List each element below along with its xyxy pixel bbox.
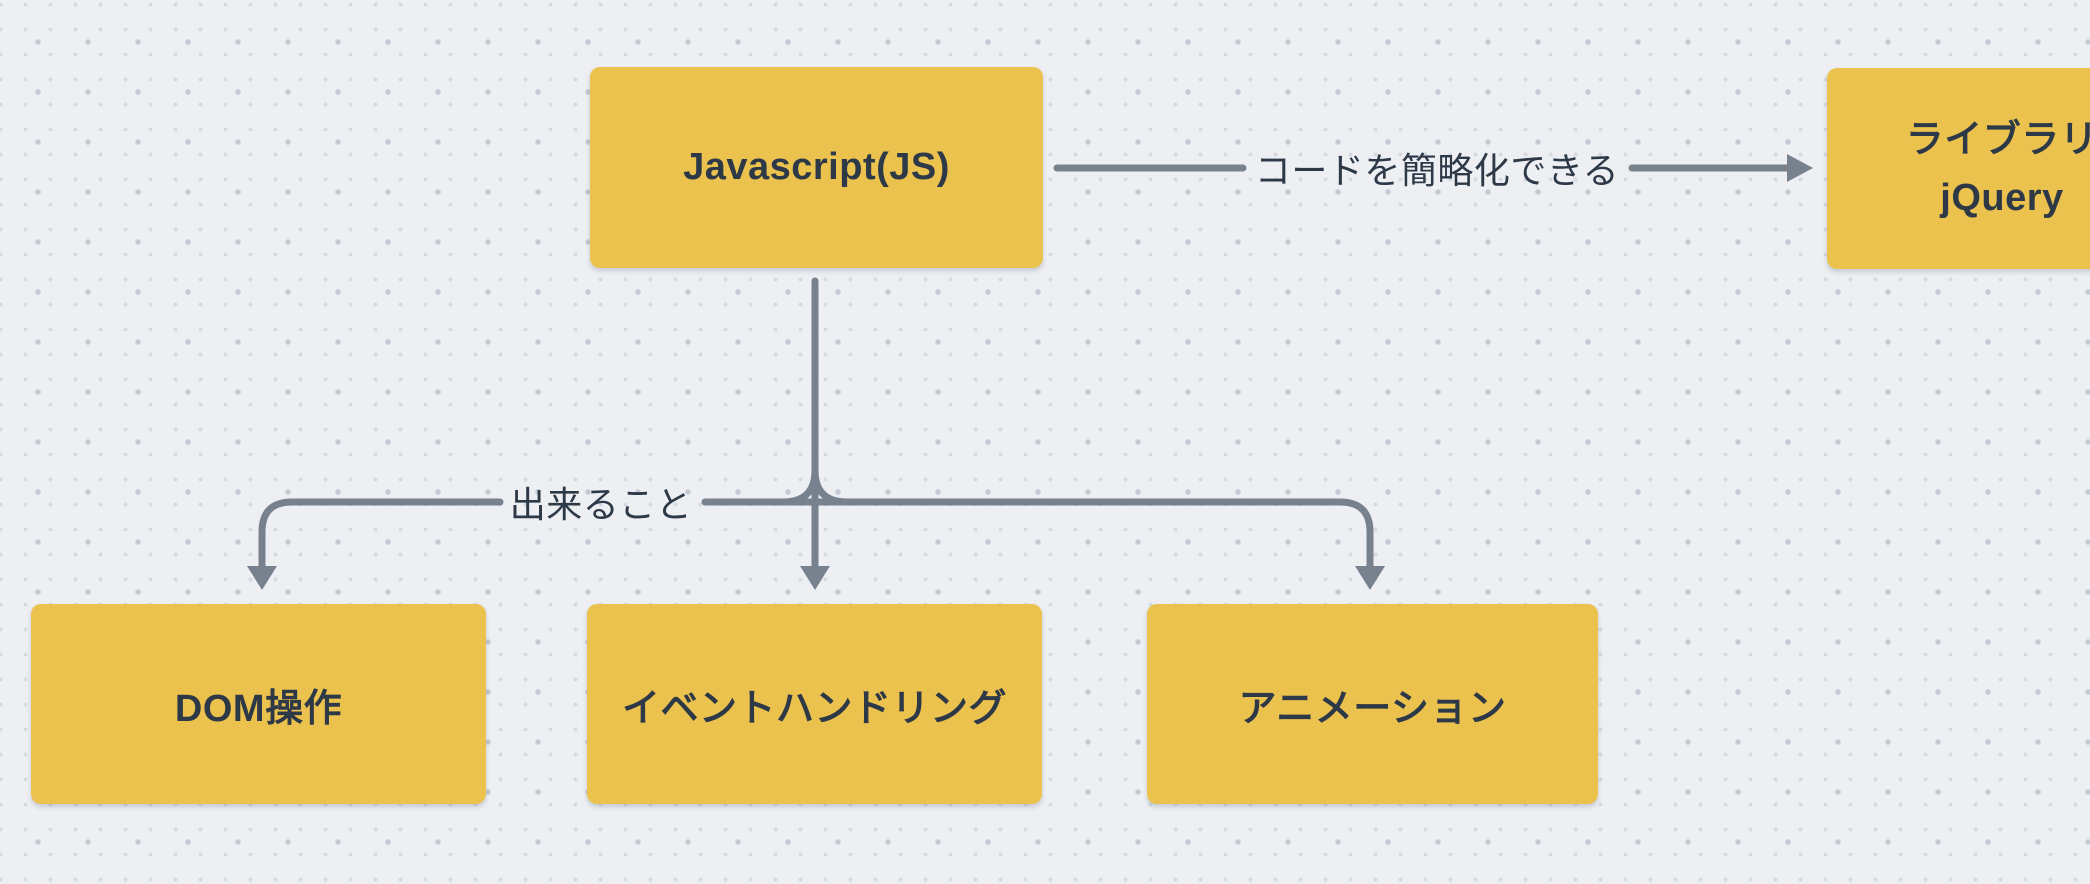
- edge-label-simplify-code[interactable]: コードを簡略化できる: [1254, 150, 1620, 191]
- arrowhead-down-icon: [247, 566, 277, 590]
- node-label: アニメーション: [1238, 687, 1507, 730]
- node-label-line2: jQuery: [1940, 176, 2064, 219]
- arrowhead-right-icon: [1787, 154, 1813, 182]
- node-jquery-library[interactable]: ライブラリ jQuery: [1827, 68, 2090, 269]
- edge-line-left-branch: [258, 498, 504, 570]
- node-javascript[interactable]: Javascript(JS): [590, 67, 1043, 268]
- edge-fillet-left: [779, 466, 819, 506]
- node-label: Javascript(JS): [683, 146, 950, 188]
- edge-fillet-right: [811, 466, 851, 506]
- node-label-line1: ライブラリ: [1905, 118, 2090, 161]
- node-label: DOM操作: [174, 687, 343, 730]
- edge-js-to-capabilities: [247, 277, 1385, 590]
- arrowhead-down-icon: [800, 566, 830, 590]
- node-dom-manipulation[interactable]: DOM操作: [31, 604, 486, 804]
- edge-line-right-branch: [701, 498, 1374, 570]
- node-animation[interactable]: アニメーション: [1147, 604, 1598, 804]
- node-label: イベントハンドリング: [621, 687, 1007, 730]
- edge-js-to-jquery: [1053, 154, 1813, 182]
- edge-label-capabilities[interactable]: 出来ること: [509, 484, 693, 525]
- arrowhead-down-icon: [1355, 566, 1385, 590]
- node-event-handling[interactable]: イベントハンドリング: [587, 604, 1042, 804]
